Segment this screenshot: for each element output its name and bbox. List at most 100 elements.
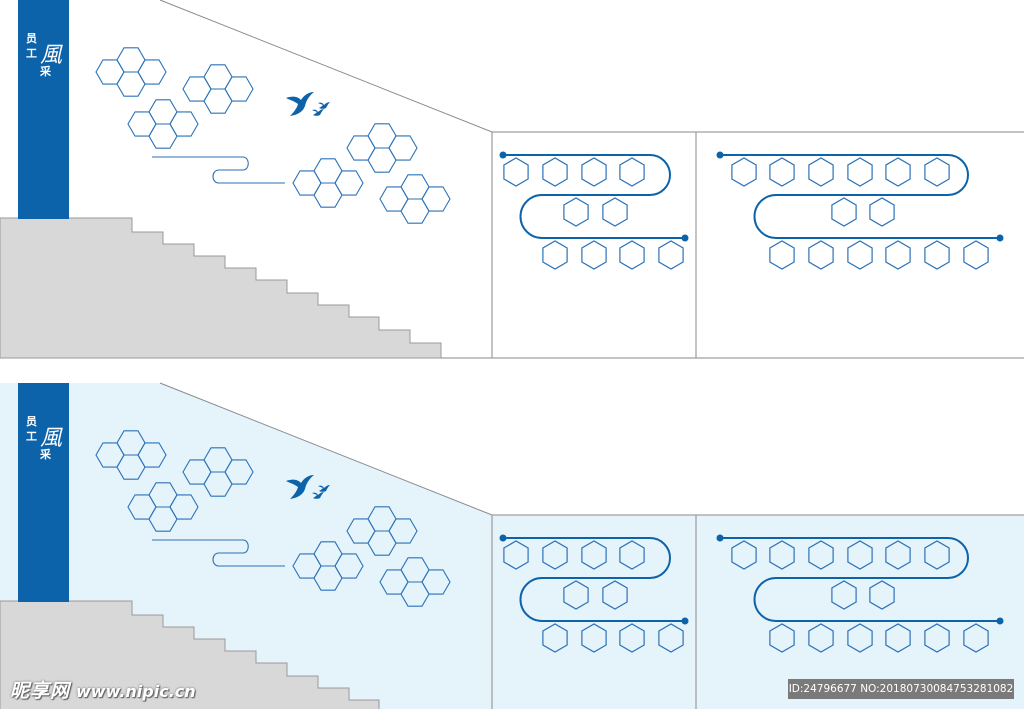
track-dot (996, 234, 1004, 242)
hexagon-photo-frame-icon (542, 240, 568, 270)
hexagon-frame (388, 135, 418, 161)
hexagon-photo-frame-icon (563, 580, 589, 610)
title-char: 采 (40, 448, 51, 461)
hexagon-photo-frame-icon (808, 623, 834, 653)
track-dot (681, 617, 689, 625)
hexagon-frame (137, 59, 167, 85)
hexagon-photo-frame-icon (602, 197, 628, 227)
hexagon-photo-frame-icon (808, 540, 834, 570)
stairs (0, 600, 380, 709)
hexagon-photo-frame-icon (963, 623, 989, 653)
hexagon-frame (169, 494, 199, 520)
hexagon-photo-frame-icon (658, 240, 684, 270)
track-dot (499, 534, 507, 542)
track-dot (716, 534, 724, 542)
watermark-logo: 昵享网 www.nipic.cn (10, 676, 196, 703)
hexagon-photo-frame-icon (808, 157, 834, 187)
hexagon-frame (388, 518, 418, 544)
serpentine-track (720, 154, 1000, 239)
hexagon-photo-frame-icon (619, 240, 645, 270)
hexagon-photo-frame-icon (769, 157, 795, 187)
hexagon-photo-frame-icon (885, 623, 911, 653)
hexagon-frame (334, 553, 364, 579)
hexagon-photo-frame-icon (831, 580, 857, 610)
hexagon-photo-frame-icon (542, 540, 568, 570)
serpentine-track (503, 537, 685, 622)
hexagon-cluster (95, 47, 167, 97)
hexagon-cluster (346, 506, 418, 556)
hexagon-photo-frame-icon (831, 197, 857, 227)
hexagon-photo-frame-icon (847, 623, 873, 653)
title-banner (18, 383, 69, 602)
hexagon-photo-frame-icon (581, 540, 607, 570)
hexagon-photo-frame-icon (602, 580, 628, 610)
bird-small (312, 492, 324, 499)
hexagon-photo-frame-icon (581, 157, 607, 187)
hexagon-frame (224, 76, 254, 102)
track-dot (499, 151, 507, 159)
serpentine-track (720, 537, 1000, 622)
hexagon-photo-frame-icon (503, 540, 529, 570)
hexagon-cluster (379, 174, 451, 224)
decorative-wave-line (152, 539, 285, 567)
hexagon-photo-frame-icon (581, 240, 607, 270)
photo-track-right (716, 534, 1004, 653)
hexagon-frame (224, 459, 254, 485)
image-id-bar: ID:24796677 NO:20180730084753281082 (788, 679, 1014, 699)
decorative-wave-line (152, 156, 285, 184)
swallow-birds-icon (286, 475, 330, 499)
hexagon-photo-frame-icon (885, 157, 911, 187)
hexagon-frame (421, 569, 451, 595)
title-char: 風 (40, 43, 63, 68)
wall-panel-plain (0, 0, 1024, 359)
bird-large (286, 475, 314, 499)
title-vertical-bottom: 员 工 風 采 (26, 413, 66, 473)
photo-track-right (716, 151, 1004, 270)
title-char: 员 (26, 415, 37, 428)
hexagon-cluster (292, 541, 364, 591)
bird-large (286, 92, 314, 116)
hexagon-photo-frame-icon (924, 540, 950, 570)
title-char: 工 (26, 430, 37, 443)
hexagon-cluster (127, 99, 199, 149)
hexagon-photo-frame-icon (563, 197, 589, 227)
title-char: 工 (26, 47, 37, 60)
hexagon-photo-frame-icon (847, 540, 873, 570)
hexagon-photo-frame-icon (924, 157, 950, 187)
photo-track-left (499, 151, 689, 270)
track-dot (716, 151, 724, 159)
hexagon-photo-frame-icon (542, 157, 568, 187)
hexagon-cluster (127, 482, 199, 532)
hexagon-photo-frame-icon (769, 240, 795, 270)
hexagon-photo-frame-icon (963, 240, 989, 270)
watermark-brand: 昵享网 (10, 680, 71, 702)
photo-track-left (499, 534, 689, 653)
hexagon-cluster (379, 557, 451, 607)
hexagon-frame (169, 111, 199, 137)
hexagon-photo-frame-icon (847, 240, 873, 270)
wall-panel-tinted (0, 382, 1024, 709)
title-banner (18, 0, 69, 219)
hexagon-photo-frame-icon (924, 623, 950, 653)
stairs (0, 217, 442, 359)
board-background (492, 132, 1024, 358)
title-char: 風 (40, 426, 63, 451)
hexagon-photo-frame-icon (769, 623, 795, 653)
swallow-birds-icon (286, 92, 330, 116)
hexagon-photo-frame-icon (885, 540, 911, 570)
hexagon-cluster (95, 430, 167, 480)
title-char: 采 (40, 65, 51, 78)
bird-small (312, 109, 324, 116)
watermark-site: www.nipic.cn (76, 682, 196, 701)
hexagon-frame (421, 186, 451, 212)
hexagon-photo-frame-icon (924, 240, 950, 270)
hexagon-photo-frame-icon (542, 623, 568, 653)
title-vertical-top: 员 工 風 采 (26, 30, 66, 90)
bird-small (318, 485, 330, 492)
hexagon-photo-frame-icon (769, 540, 795, 570)
hexagon-cluster (182, 64, 254, 114)
hexagon-photo-frame-icon (619, 623, 645, 653)
serpentine-track (503, 154, 685, 239)
track-dot (996, 617, 1004, 625)
